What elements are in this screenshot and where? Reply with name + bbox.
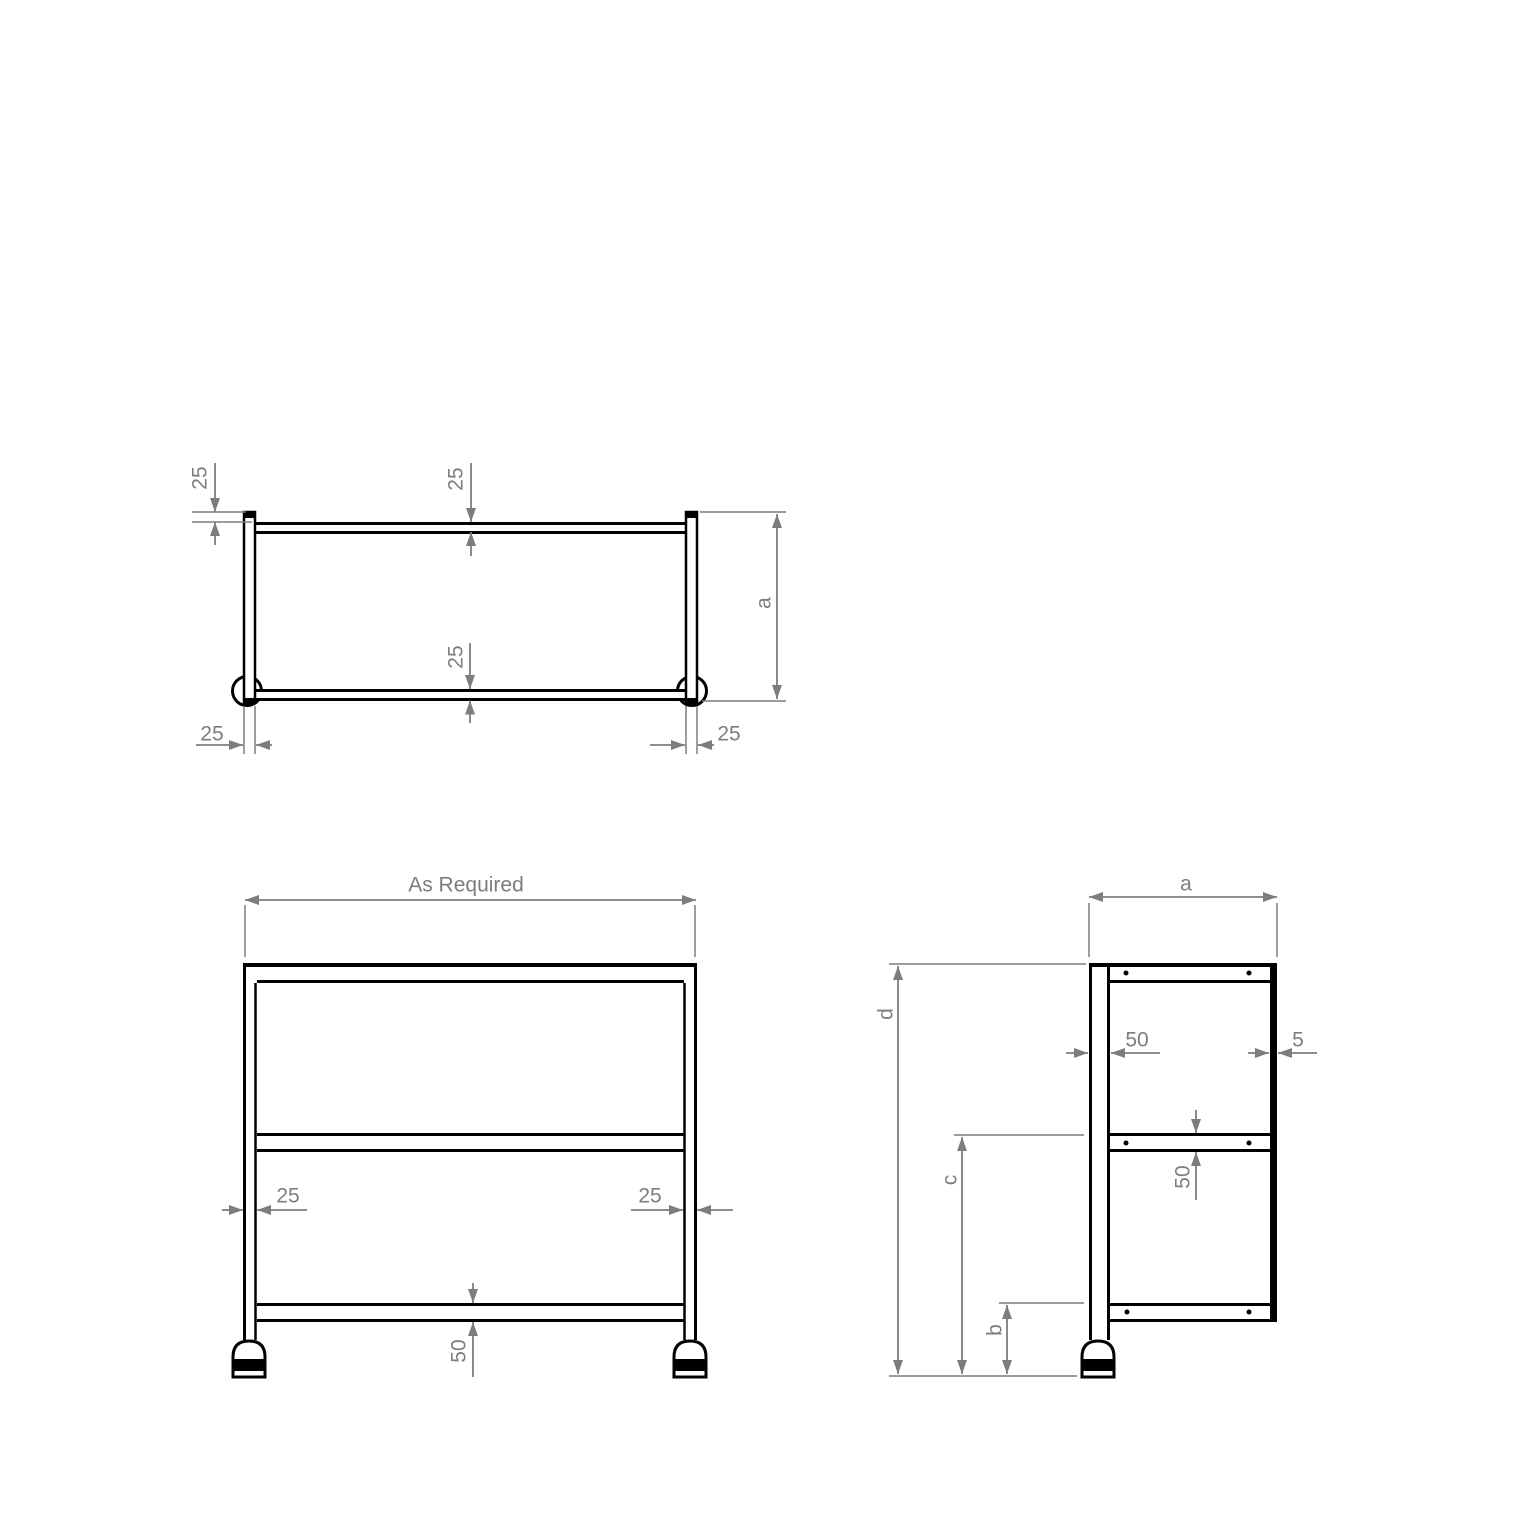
- dim-label-right-post-width: 25: [717, 723, 740, 746]
- dim-label-top-rail-depth: 25: [445, 467, 468, 490]
- post-left-bottom-cap: [244, 698, 255, 703]
- dim-label-bottom-shelf-height: b: [984, 1324, 1007, 1336]
- post-right: [684, 510, 699, 705]
- front-view: As Required 25 25 50: [222, 874, 733, 1379]
- caster-side-band: [1083, 1359, 1113, 1371]
- dim-label-leg-depth: 50: [1125, 1029, 1148, 1052]
- screw-hole-dot: [1246, 1309, 1252, 1315]
- post-left-top-cap: [244, 512, 255, 518]
- post-right-bottom-cap: [686, 698, 697, 703]
- caster-left-band: [234, 1359, 264, 1371]
- dim-label-mid-rail-height: 50: [1172, 1165, 1195, 1188]
- screw-hole-dot: [1123, 1140, 1129, 1146]
- screw-hole-dot: [1123, 970, 1129, 976]
- post-left: [242, 510, 257, 705]
- dim-label-overall-height: d: [875, 1008, 898, 1020]
- dim-label-post-stickout: 25: [189, 466, 212, 489]
- dim-label-left-post-width: 25: [200, 723, 223, 746]
- plan-view: 25 25 25 a 25 25: [189, 463, 786, 754]
- dim-label-left-leg-width: 25: [276, 1185, 299, 1208]
- dim-label-width: As Required: [408, 874, 524, 897]
- side-panel-edge: [1270, 963, 1277, 1322]
- screw-hole-dot: [1246, 970, 1252, 976]
- dim-label-bottom-rail-height: 50: [448, 1339, 471, 1362]
- side-view: a d c b 50 5 50: [875, 873, 1317, 1379]
- screw-hole-dot: [1124, 1309, 1130, 1315]
- dim-label-right-leg-width: 25: [638, 1185, 661, 1208]
- post-right-top-cap: [686, 512, 697, 518]
- dim-label-panel-thickness: 5: [1292, 1029, 1304, 1052]
- caster-right-band: [675, 1359, 705, 1371]
- dim-label-bottom-rail-depth: 25: [445, 645, 468, 668]
- dim-label-depth: a: [1180, 873, 1192, 896]
- dim-label-mid-shelf-height: c: [939, 1175, 962, 1186]
- dim-label-depth: a: [753, 597, 776, 609]
- screw-hole-dot: [1246, 1140, 1252, 1146]
